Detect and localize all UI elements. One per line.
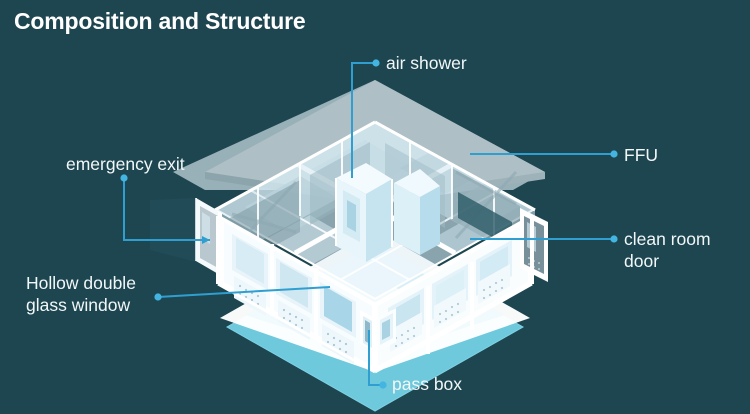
- callout-label-pass-box: pass box: [392, 374, 463, 394]
- page-title: Composition and Structure: [14, 8, 306, 34]
- leader-pass-box: [368, 330, 383, 386]
- callout-label-ffu: FFU: [624, 145, 659, 165]
- dot-pass-box: [379, 381, 387, 389]
- air-shower-unit: [335, 163, 440, 262]
- callout-label-hollow-double-glass-window: Hollow double glass window: [26, 273, 136, 315]
- leader-hollow-window: [157, 286, 331, 298]
- callout-label-emergency-exit: emergency exit: [66, 154, 185, 174]
- callout-leaders: [123, 62, 614, 386]
- dot-clean-room-door: [610, 235, 618, 243]
- dot-ffu: [610, 150, 618, 158]
- callout-label-clean-room-door: clean room door: [624, 229, 711, 271]
- callout-label-air-shower: air shower: [386, 53, 467, 73]
- dot-emergency-exit: [120, 174, 128, 182]
- pass-box: [360, 308, 396, 352]
- front-right-wall: [374, 214, 533, 374]
- corner-post: [216, 216, 534, 372]
- leader-emergency-exit: [123, 178, 210, 241]
- leader-air-shower: [351, 62, 376, 178]
- left-end-wall: [150, 198, 218, 274]
- callout-dots: [120, 59, 618, 389]
- dot-air-shower: [372, 59, 380, 67]
- leader-arrow-emergency-exit: [202, 236, 210, 244]
- dot-hollow-window: [154, 293, 162, 301]
- front-left-wall: [217, 214, 376, 374]
